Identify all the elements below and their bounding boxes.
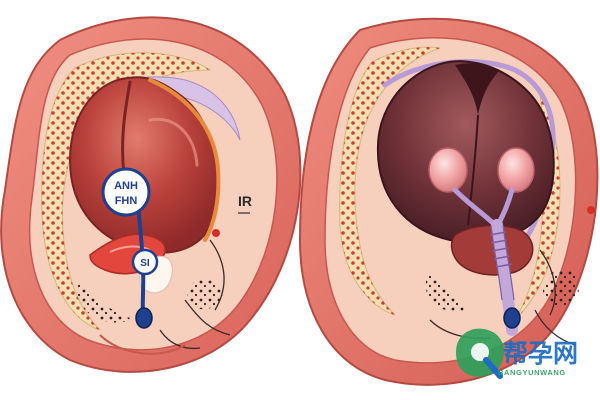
left-orange-edge [148,78,221,242]
right-tube-outline [490,224,515,301]
left-fibers [159,239,231,350]
right-cross-section [298,17,599,386]
right-blue-bulb [503,307,521,329]
left-label-mid: FHN [115,195,138,207]
left-small-label: SI [140,258,150,269]
left-main-organ [68,76,220,254]
right-red-dots-left [339,47,440,316]
left-organ-highlight [148,117,199,167]
watermark: 帮孕网 BANGYUNWANG [456,328,578,379]
left-bottom-bulge [99,334,186,355]
right-dark-dots-right [543,268,579,307]
watermark-logo-inner [471,343,489,361]
watermark-logo-tail [483,357,503,379]
left-organ-cleft [121,80,132,177]
left-red-spot [212,229,220,237]
right-organ-wedge [455,63,500,115]
watermark-title: 帮孕网 [503,339,578,368]
left-flame-highlight [109,245,151,253]
right-mark-label: IR [238,193,252,209]
left-dark-dots-area [77,280,130,323]
left-dark-dots-area-right [187,278,223,310]
left-blue-bulb [135,307,153,329]
right-dark-dots-left [425,270,470,312]
left-small-label-circle [131,248,159,276]
watermark-subtitle: BANGYUNWANG [498,368,566,377]
right-pink-ball-right [497,147,535,193]
left-label-circle [101,167,151,217]
right-tube-rings [489,231,513,268]
right-organ-cleft [467,114,479,226]
left-cross-section: ANH FHN SI [0,16,302,373]
right-pink-ball-left [428,147,468,193]
left-label-top: ANH [114,180,138,192]
right-red-spot [587,206,595,214]
